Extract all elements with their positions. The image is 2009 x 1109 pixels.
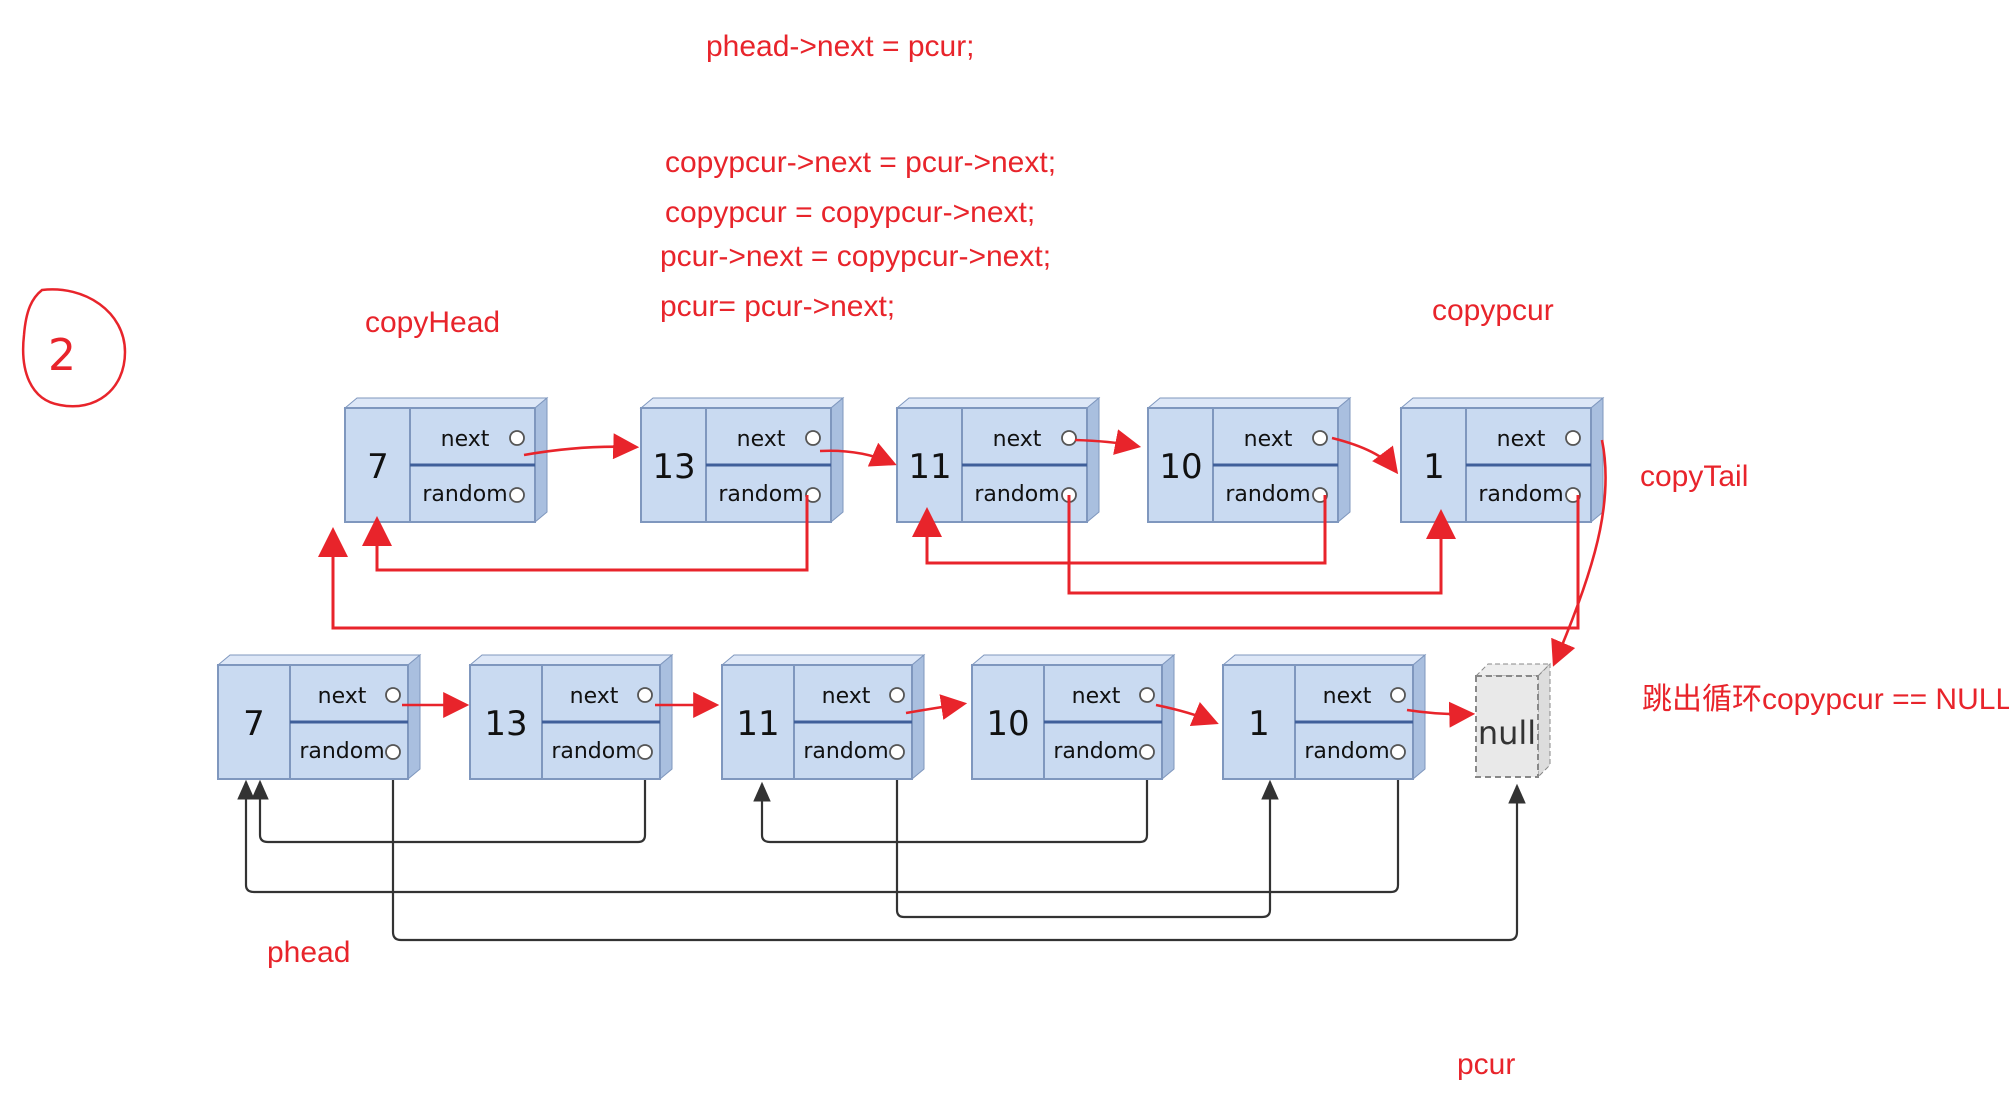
null-label: null (1478, 714, 1536, 752)
phead-label: phead (267, 936, 351, 969)
copy-node-random-label: random (1225, 482, 1310, 507)
copy-node: 13 next random (639, 396, 845, 524)
original-node-next-label: next (1323, 684, 1372, 709)
original-node: 13 next random (468, 653, 674, 781)
original-node-value: 1 (1248, 704, 1270, 744)
original-node-random-label: random (551, 739, 636, 764)
copy-next-1-to-null (1551, 439, 1607, 667)
copy-head-label: copyHead (365, 306, 501, 339)
code-line-3: copypcur = copypcur->next; (665, 196, 1036, 229)
step-marker-number: 2 (48, 330, 76, 381)
original-node-random-label: random (1053, 739, 1138, 764)
code-line-2: copypcur->next = pcur->next; (665, 146, 1057, 179)
random-link-7-to-null (391, 752, 1526, 942)
copy-node: 1 next random (1399, 396, 1605, 524)
pcur-label: pcur (1457, 1048, 1516, 1081)
random-link-11-to-1 (895, 752, 1279, 919)
copy-random-links (318, 495, 1580, 630)
original-node-next-label: next (570, 684, 619, 709)
original-node-next-label: next (822, 684, 871, 709)
code-line-1: phead->next = pcur; (706, 30, 975, 63)
original-node-random-label: random (1304, 739, 1389, 764)
copy-random-1-to-7 (318, 495, 1580, 630)
original-node-value: 10 (986, 704, 1029, 744)
copy-pcur-label: copypcur (1432, 294, 1554, 327)
copied-list: 7 next random 13 next random 11 next (343, 396, 1605, 524)
original-next-1-to-null (1406, 701, 1476, 728)
copy-node: 11 next random (895, 396, 1101, 524)
copy-node: 7 next random (343, 396, 549, 524)
code-line-5: pcur= pcur->next; (660, 290, 896, 323)
original-node-next-label: next (318, 684, 367, 709)
copy-next-13-to-11 (819, 442, 897, 467)
original-next-11-to-10 (905, 694, 968, 720)
original-random-links (237, 752, 1526, 942)
copy-next-11-to-10 (1074, 429, 1142, 455)
copy-random-13-to-7 (362, 495, 809, 572)
null-node: null (1474, 662, 1552, 779)
random-link-13-to-7 (251, 752, 647, 844)
original-node: 10 next random (970, 653, 1176, 781)
original-node-next-label: next (1072, 684, 1121, 709)
copy-next-7-to-13 (523, 433, 640, 460)
original-node-random-label: random (803, 739, 888, 764)
copy-tail-label: copyTail (1640, 460, 1749, 493)
original-node-random-label: random (299, 739, 384, 764)
original-node-value: 7 (243, 704, 265, 744)
loop-exit-label: 跳出循环copypcur == NULL (1642, 683, 2009, 716)
copy-random-11-to-1 (1067, 495, 1456, 595)
copy-node-next-label: next (1497, 427, 1546, 452)
copy-node-next-label: next (1244, 427, 1293, 452)
copy-node-next-label: next (993, 427, 1042, 452)
random-link-1-to-7 (237, 752, 1400, 894)
copy-next-10-to-1 (1331, 436, 1399, 475)
copy-node-random-label: random (422, 482, 507, 507)
original-node-value: 13 (484, 704, 527, 744)
copy-random-10-to-11 (912, 495, 1327, 565)
copy-node-random-label: random (1478, 482, 1563, 507)
copy-node-value: 1 (1423, 447, 1445, 487)
original-node-value: 11 (736, 704, 779, 744)
copy-node-random-label: random (974, 482, 1059, 507)
copy-node-random-label: random (718, 482, 803, 507)
copy-node: 10 next random (1146, 396, 1352, 524)
original-next-10-to-1 (1155, 702, 1219, 727)
copy-node-next-label: next (441, 427, 490, 452)
original-node: 1 next random (1221, 653, 1427, 781)
step-marker: 2 (21, 288, 127, 408)
copy-node-value: 7 (367, 447, 389, 487)
copy-node-next-label: next (737, 427, 786, 452)
original-node: 7 next random (216, 653, 422, 781)
copy-node-value: 10 (1159, 447, 1202, 487)
random-link-10-to-11 (753, 752, 1149, 844)
original-node: 11 next random (720, 653, 926, 781)
next-pointer-arrows (402, 429, 1607, 728)
code-line-4: pcur->next = copypcur->next; (660, 240, 1052, 273)
copy-node-value: 11 (908, 447, 951, 487)
copy-node-value: 13 (652, 447, 695, 487)
original-list: 7 next random 13 next random 11 next (216, 653, 1552, 781)
